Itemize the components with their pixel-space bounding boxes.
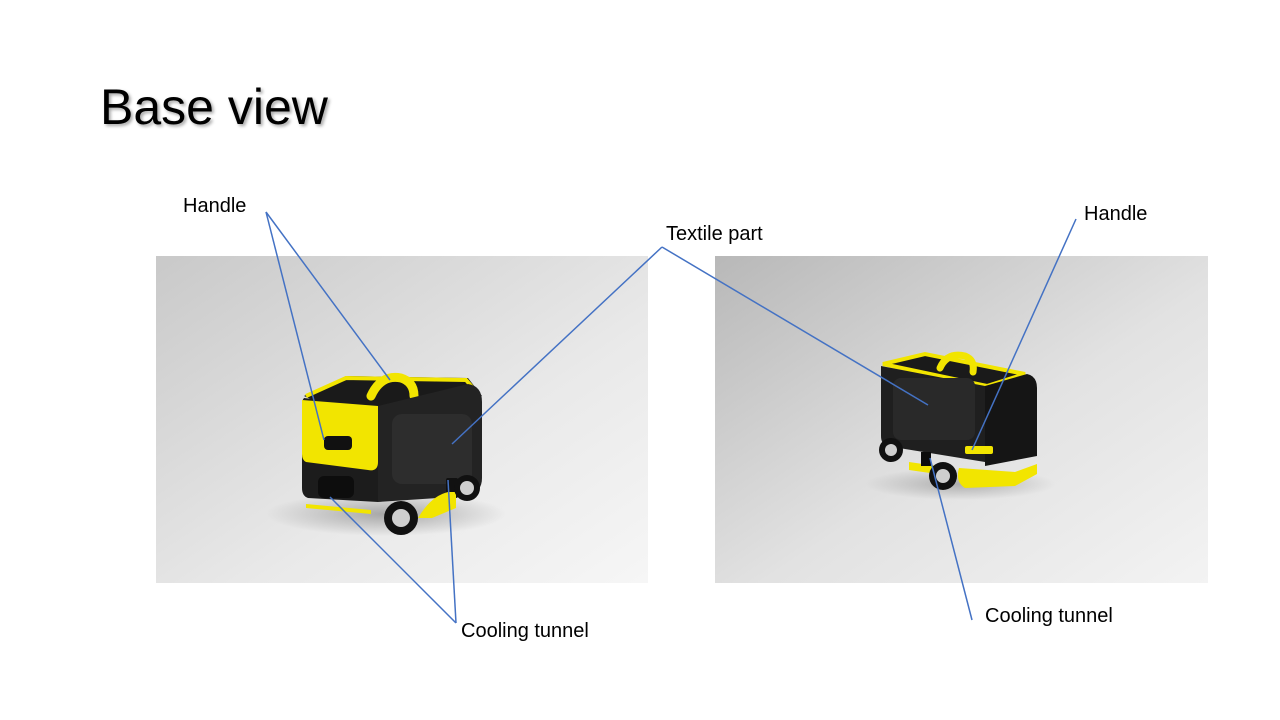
right-robot-render xyxy=(715,256,1208,583)
handle-label-right: Handle xyxy=(1084,203,1148,225)
leader-cooling-left-b xyxy=(447,479,457,624)
cooling-tunnel-label-right: Cooling tunnel xyxy=(985,605,1113,627)
left-robot-render xyxy=(156,256,648,583)
leader-handle-left-top xyxy=(265,211,391,381)
cooling-tunnel-label-left: Cooling tunnel xyxy=(461,620,589,642)
leader-cooling-left-a xyxy=(329,496,457,624)
leader-cooling-right xyxy=(929,457,973,621)
leader-textile-left xyxy=(451,246,663,445)
textile-part-label: Textile part xyxy=(666,223,763,245)
slide-title: Base view xyxy=(100,79,328,135)
leader-handle-left-front xyxy=(265,211,325,441)
leader-handle-right xyxy=(971,218,1077,451)
handle-label-left: Handle xyxy=(183,195,247,217)
leader-textile-right xyxy=(661,246,929,406)
